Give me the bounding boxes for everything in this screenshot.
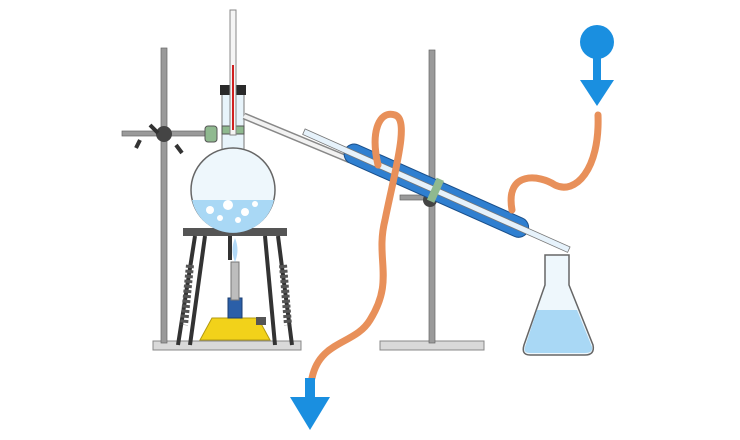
round-bottom-flask: [190, 85, 276, 233]
receiving-flask: [522, 254, 595, 356]
thermometer: [229, 9, 237, 136]
water-outlet-hose: [308, 110, 405, 382]
bunsen-burner: [199, 238, 271, 341]
water-inlet-hose: [507, 111, 602, 214]
liebig-condenser: [302, 128, 571, 253]
water-in-arrow-icon: [580, 25, 614, 106]
left-retort-stand: [121, 47, 302, 351]
water-out-arrow-icon: [290, 378, 330, 430]
